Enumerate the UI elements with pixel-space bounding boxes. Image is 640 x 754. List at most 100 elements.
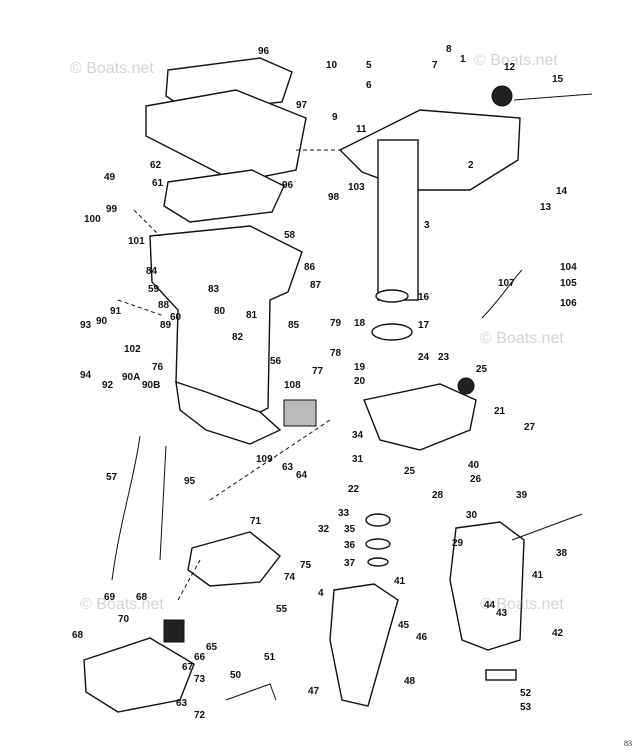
bushing-35 xyxy=(365,513,391,527)
callout-87: 87 xyxy=(310,280,322,291)
callout-27: 27 xyxy=(524,422,536,433)
callout-94: 94 xyxy=(80,370,92,381)
washer-36 xyxy=(365,538,391,550)
callout-97: 97 xyxy=(296,100,308,111)
rod-50 xyxy=(225,683,277,701)
callout-42: 42 xyxy=(552,628,564,639)
callout-63-upper: 63 xyxy=(282,462,294,473)
grommet-12 xyxy=(491,85,513,107)
callout-50: 50 xyxy=(230,670,242,681)
callout-18: 18 xyxy=(354,318,366,329)
ring-16 xyxy=(375,289,409,303)
callout-29: 29 xyxy=(452,538,464,549)
swivel-bracket-3 xyxy=(338,109,521,191)
callout-96-lower: 96 xyxy=(282,180,294,191)
callout-30: 30 xyxy=(466,510,478,521)
callout-83: 83 xyxy=(208,284,220,295)
rod-38 xyxy=(511,513,583,541)
callout-81: 81 xyxy=(246,310,258,321)
callout-86: 86 xyxy=(304,262,316,273)
callout-35: 35 xyxy=(344,524,356,535)
leader-dashed-5 xyxy=(177,559,201,601)
steering-shaft xyxy=(377,139,419,301)
callout-25-lower: 25 xyxy=(404,466,416,477)
callout-65: 65 xyxy=(206,642,218,653)
callout-7: 7 xyxy=(432,60,438,71)
callout-100: 100 xyxy=(84,214,101,225)
callout-51: 51 xyxy=(264,652,276,663)
callout-69: 69 xyxy=(104,592,116,603)
callout-5: 5 xyxy=(366,60,372,71)
callout-73: 73 xyxy=(194,674,206,685)
callout-16: 16 xyxy=(418,292,430,303)
callout-8: 8 xyxy=(446,44,452,55)
watermark-5: © Boats.net xyxy=(480,596,564,613)
callout-58: 58 xyxy=(284,230,296,241)
callout-37: 37 xyxy=(344,558,356,569)
callout-36: 36 xyxy=(344,540,356,551)
callout-33: 33 xyxy=(338,508,350,519)
callout-53: 53 xyxy=(520,702,532,713)
callout-90b: 90B xyxy=(142,380,161,391)
shift-rod-95 xyxy=(159,445,167,561)
callout-11: 11 xyxy=(356,124,367,135)
callout-68-upper: 68 xyxy=(136,592,148,603)
callout-60: 60 xyxy=(170,312,182,323)
callout-78: 78 xyxy=(330,348,342,359)
stern-bracket-41-right xyxy=(449,521,525,651)
callout-13: 13 xyxy=(540,202,552,213)
exhaust-housing-foot xyxy=(175,380,282,445)
callout-90: 90 xyxy=(96,316,108,327)
leader-dashed-4 xyxy=(209,419,331,501)
callout-34: 34 xyxy=(352,430,364,441)
callout-109: 109 xyxy=(256,454,273,465)
callout-9: 9 xyxy=(332,112,338,123)
callout-68-lower: 68 xyxy=(72,630,84,641)
bumper-108 xyxy=(283,399,317,427)
callout-1: 1 xyxy=(460,54,466,65)
callout-4: 4 xyxy=(318,588,324,599)
callout-95: 95 xyxy=(184,476,196,487)
watermark-2: © Boats.net xyxy=(474,52,558,69)
callout-2: 2 xyxy=(468,160,474,171)
callout-41-right: 41 xyxy=(532,570,544,581)
callout-72: 72 xyxy=(194,710,206,721)
callout-15: 15 xyxy=(552,74,564,85)
callout-93: 93 xyxy=(80,320,92,331)
callout-71: 71 xyxy=(250,516,262,527)
ground-strap-107 xyxy=(481,269,523,319)
watermark-3: © Boats.net xyxy=(480,330,564,347)
callout-103: 103 xyxy=(348,182,365,193)
lower-cover-71 xyxy=(187,531,281,587)
callout-39: 39 xyxy=(516,490,528,501)
callout-28: 28 xyxy=(432,490,444,501)
callout-99: 99 xyxy=(106,204,118,215)
callout-38: 38 xyxy=(556,548,568,559)
lower-cover-67 xyxy=(83,637,195,713)
plug-25 xyxy=(457,377,475,395)
callout-25-upper: 25 xyxy=(476,364,488,375)
callout-52: 52 xyxy=(520,688,532,699)
callout-45: 45 xyxy=(398,620,410,631)
watermark-4: © Boats.net xyxy=(80,596,164,613)
callout-91: 91 xyxy=(110,306,122,317)
callout-14: 14 xyxy=(556,186,568,197)
callout-76: 76 xyxy=(152,362,164,373)
callout-74: 74 xyxy=(284,572,296,583)
adapter-plate-97 xyxy=(145,89,307,183)
swivel-housing-21 xyxy=(363,383,477,451)
callout-104: 104 xyxy=(560,262,577,273)
callout-24: 24 xyxy=(418,352,430,363)
callout-59: 59 xyxy=(148,284,160,295)
plate-52 xyxy=(485,669,517,681)
callout-77: 77 xyxy=(312,366,324,377)
callout-43: 43 xyxy=(496,608,508,619)
callout-89: 89 xyxy=(160,320,172,331)
callout-3: 3 xyxy=(424,220,430,231)
callout-21: 21 xyxy=(494,406,506,417)
callout-96-top: 96 xyxy=(258,46,270,57)
callout-32: 32 xyxy=(318,524,330,535)
callout-55: 55 xyxy=(276,604,288,615)
callout-63-lower: 63 xyxy=(176,698,188,709)
